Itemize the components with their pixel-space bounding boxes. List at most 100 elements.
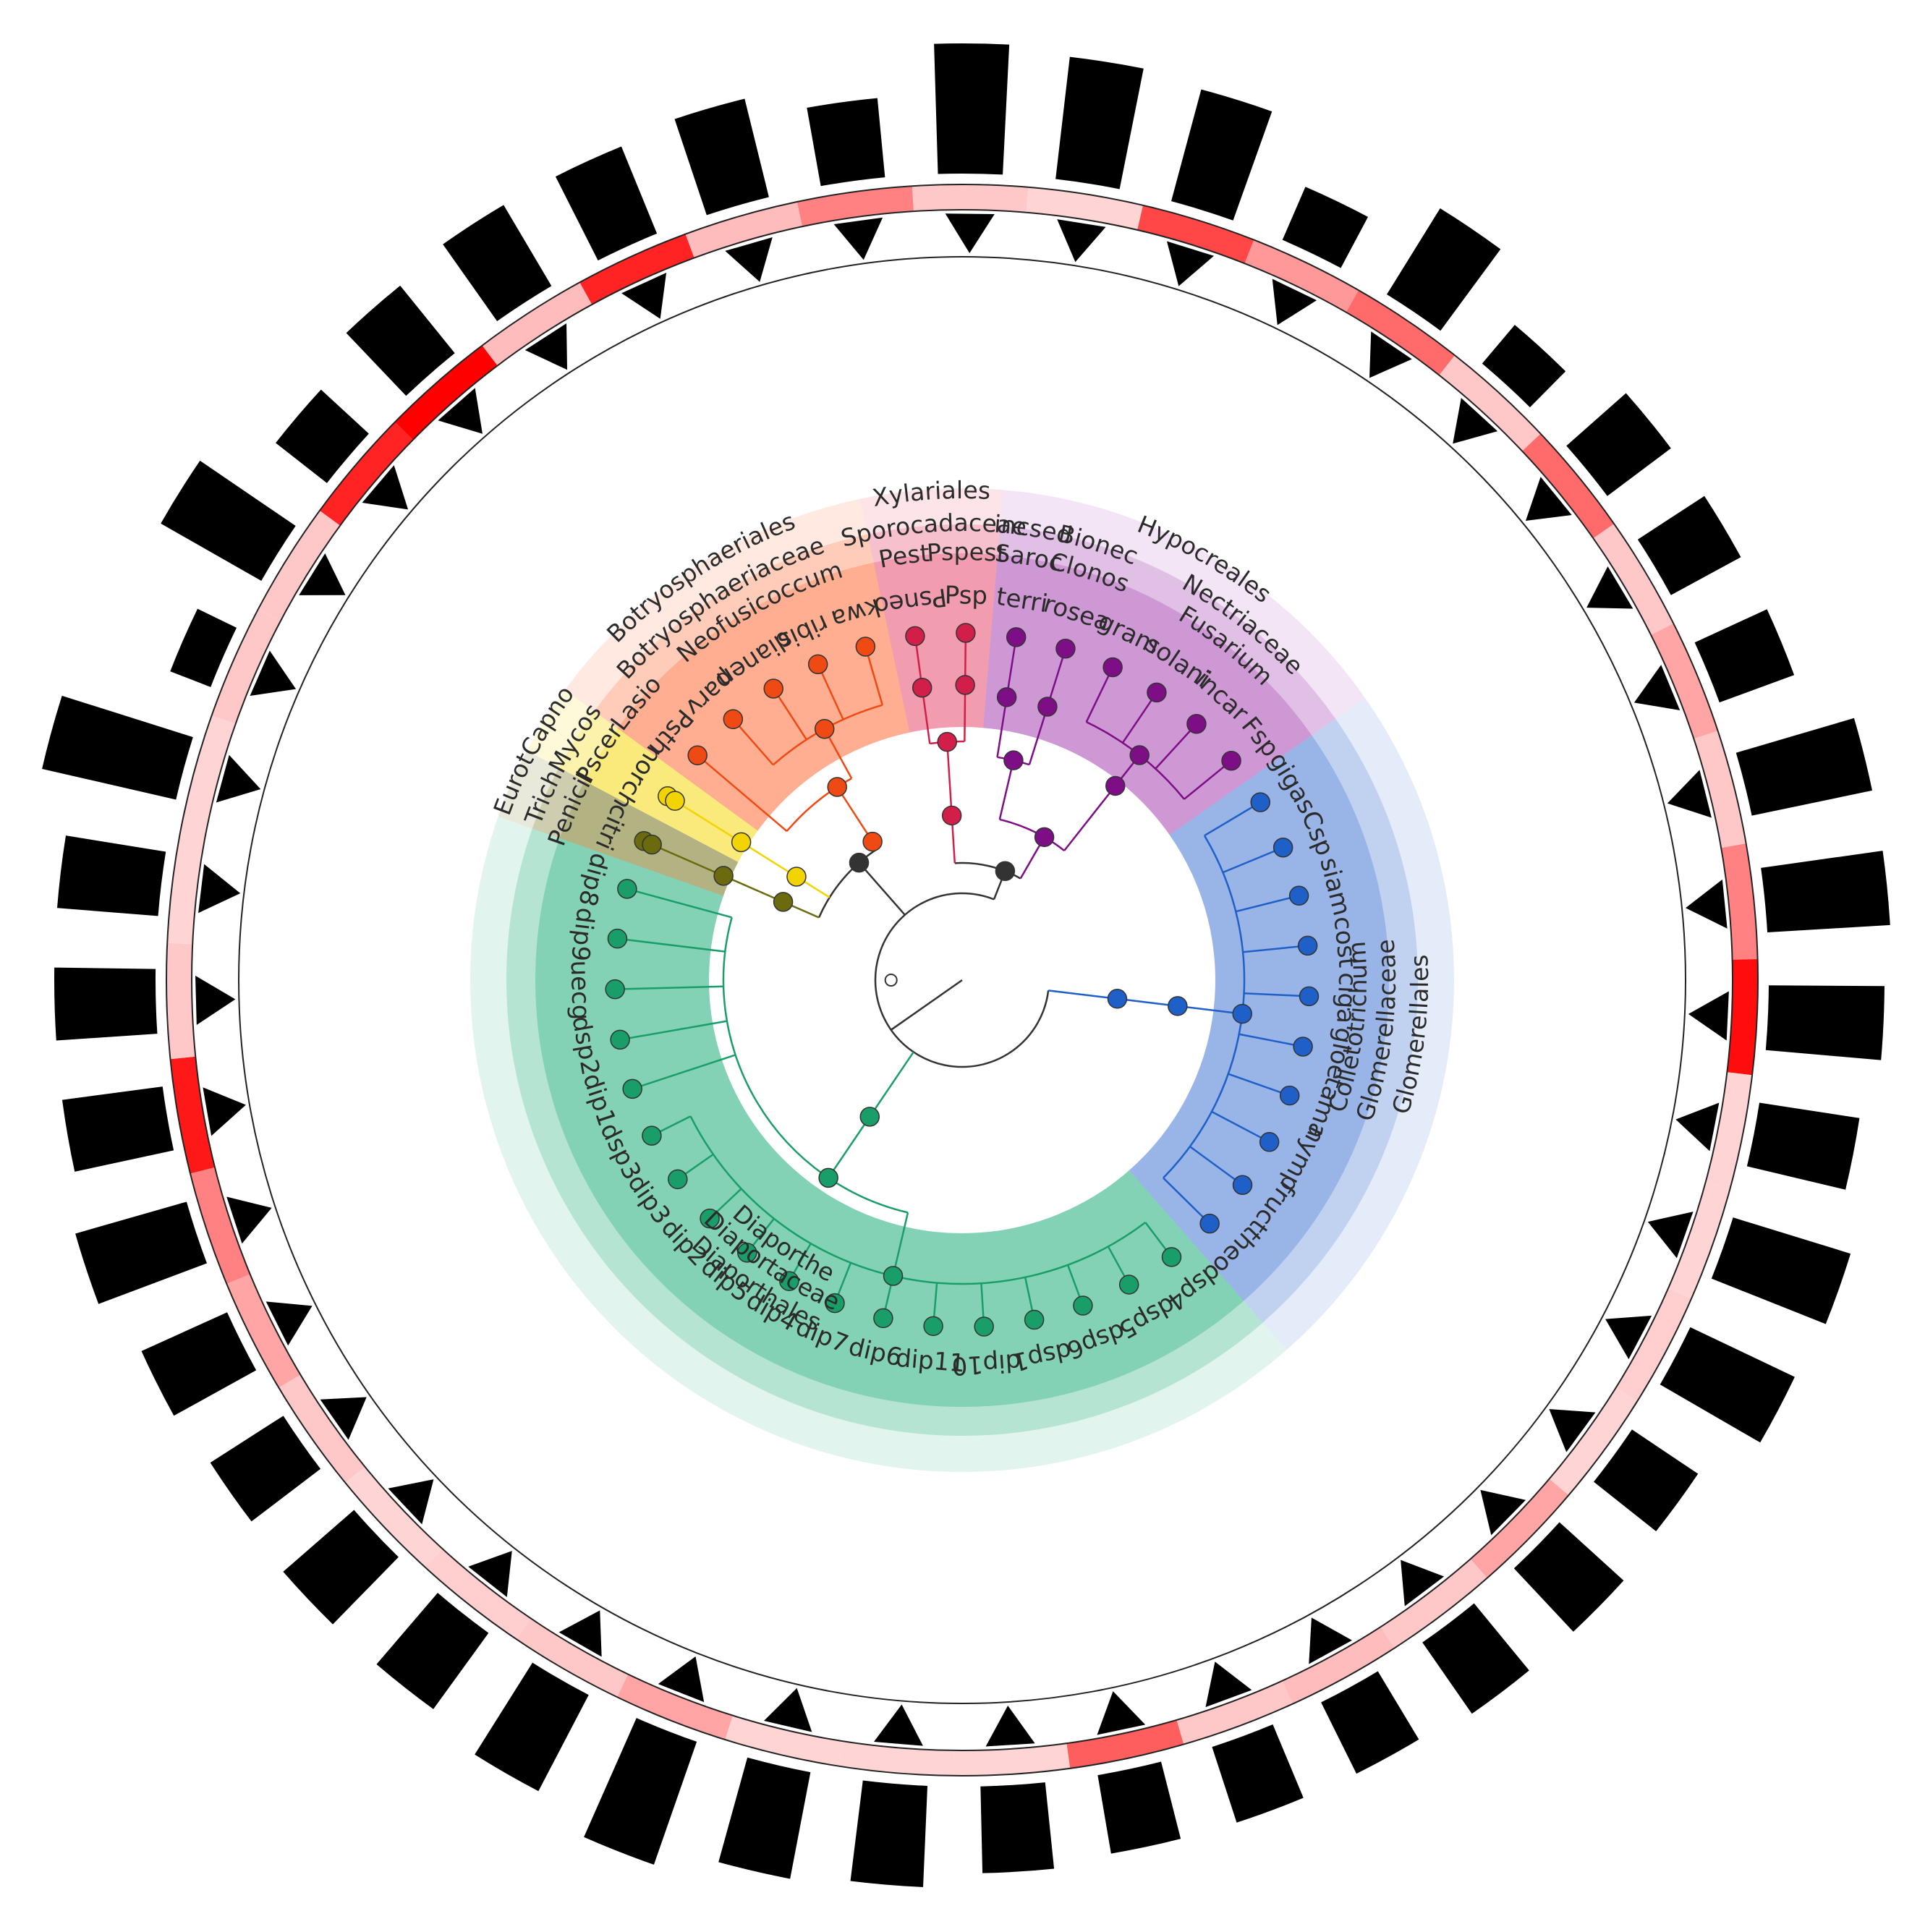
marker-dip1 xyxy=(226,1196,272,1244)
branch-dianen xyxy=(773,688,807,741)
bar-dsp1 xyxy=(1097,1761,1181,1854)
branch-dsp2 xyxy=(619,1020,728,1041)
heat-cell-gram xyxy=(1244,239,1359,312)
bar-nymp xyxy=(1660,1327,1795,1443)
branch-Fsp xyxy=(1184,759,1232,800)
bar-dsp4 xyxy=(1422,1603,1529,1714)
branch-dip8 xyxy=(626,888,732,919)
heat-cell-Psth xyxy=(319,422,413,526)
bar-dip9 xyxy=(56,835,166,916)
branch-cit3 xyxy=(651,843,724,877)
branch-parv xyxy=(732,718,774,766)
bar-tama xyxy=(1711,1217,1851,1324)
clade-band-trich xyxy=(532,767,739,896)
heat-cell-uecg xyxy=(166,942,196,1060)
leaf-node-Psth xyxy=(687,745,708,765)
branch-gram xyxy=(1085,666,1114,723)
branch-arc-hyp xyxy=(999,818,1065,851)
bar-dip6 xyxy=(718,1757,811,1879)
marker-gloe xyxy=(1675,1102,1720,1152)
bar-rosea xyxy=(1171,89,1272,221)
heat-cell-dip10 xyxy=(953,1743,1071,1776)
marker-nymp xyxy=(1605,1315,1652,1360)
heat-cell-theo xyxy=(1470,1478,1569,1578)
branch-dip1 xyxy=(632,1054,736,1090)
bar-cost xyxy=(1761,851,1890,932)
node-bot xyxy=(862,831,883,852)
marker-ciga xyxy=(1688,991,1729,1041)
bar-uecg xyxy=(54,967,158,1041)
heat-cell-dip11 xyxy=(838,1741,955,1776)
clade-label-pspest: Pspest xyxy=(926,537,1008,568)
leaf-node-rosea xyxy=(1055,639,1076,659)
bar-citri xyxy=(170,608,237,687)
branch-left xyxy=(858,861,906,916)
node-nor2 xyxy=(731,832,752,853)
leaf-node-kwa xyxy=(855,637,876,657)
heatmap-ring xyxy=(166,184,1759,1776)
branch-dip9 xyxy=(617,937,726,953)
leaf-node-gram xyxy=(1102,657,1123,678)
branch-bot2 xyxy=(836,786,874,843)
marker-norch xyxy=(299,553,346,595)
leaf-node-dip1 xyxy=(622,1078,642,1099)
marker-Psth xyxy=(362,465,409,510)
heat-cell-ribis xyxy=(579,234,694,305)
branch-solani xyxy=(1121,691,1157,744)
heat-cell-dip4 xyxy=(516,1618,629,1698)
node-left xyxy=(849,852,870,873)
marker-citri xyxy=(250,650,297,696)
heat-cell-parv xyxy=(394,345,498,441)
marker-Csp xyxy=(1633,665,1681,711)
heat-cell-dsp1 xyxy=(1066,1719,1184,1769)
heat-cell-dsp5 xyxy=(1282,1627,1395,1704)
bar-gigas xyxy=(1637,495,1741,595)
bar-Psneo xyxy=(807,98,885,187)
marker-terri xyxy=(1057,219,1106,263)
node-bot2 xyxy=(827,777,847,797)
clade-band-eurot xyxy=(498,750,739,896)
leaf-label-dip9: dip9 xyxy=(565,906,600,963)
branch-dia xyxy=(869,1051,914,1118)
leaf-node-dsp3 xyxy=(642,1125,662,1146)
branch-arc-left xyxy=(817,848,878,919)
branch-tama xyxy=(1228,1073,1291,1097)
marker-ribis xyxy=(621,273,667,319)
heat-cell-kwa xyxy=(685,201,802,258)
leaf-node-parv xyxy=(723,709,744,730)
clade-band-bionec xyxy=(1019,536,1130,745)
heat-cell-Csp xyxy=(1651,623,1718,739)
branch-nor3 xyxy=(674,800,742,843)
leaf-label-uecg: uecg xyxy=(565,960,595,1021)
heat-cell-dip3 xyxy=(279,1374,365,1484)
branch-nor2 xyxy=(740,841,797,878)
leaf-node-tama xyxy=(1279,1085,1300,1106)
node-xyl xyxy=(941,805,962,826)
node-cit3 xyxy=(642,834,662,855)
branch-rosea xyxy=(1046,648,1067,707)
leaf-node-Psneo xyxy=(905,626,925,647)
marker-dip7 xyxy=(658,1656,705,1703)
heat-cell-dianen xyxy=(482,282,592,366)
heat-cell-tama xyxy=(1667,1182,1730,1299)
marker-fruct xyxy=(1549,1409,1596,1452)
node-bot3 xyxy=(814,718,835,739)
clade-label-text-pspest: Pspest xyxy=(926,537,1008,568)
bar-Psp xyxy=(934,43,1010,175)
branch-col xyxy=(1048,990,1118,1000)
marker-dianen xyxy=(524,323,568,370)
branch-gigas xyxy=(1204,801,1261,837)
marker-dsp2 xyxy=(203,1087,246,1136)
root-node xyxy=(884,974,898,987)
clade-band-diaportaceae xyxy=(506,828,1263,1436)
branch-fus xyxy=(1063,785,1116,851)
node-fus2 xyxy=(1129,745,1150,765)
bar-ciga xyxy=(1765,985,1885,1060)
bar-dip11 xyxy=(850,1780,928,1887)
node-norgrp xyxy=(786,867,807,887)
marker-dsp5 xyxy=(1309,1617,1352,1664)
leaf-node-Fsp xyxy=(1221,750,1241,771)
heat-cell-dip6 xyxy=(725,1715,843,1766)
branch-nymp xyxy=(1211,1110,1270,1143)
branch-arc-root xyxy=(874,892,1050,1068)
